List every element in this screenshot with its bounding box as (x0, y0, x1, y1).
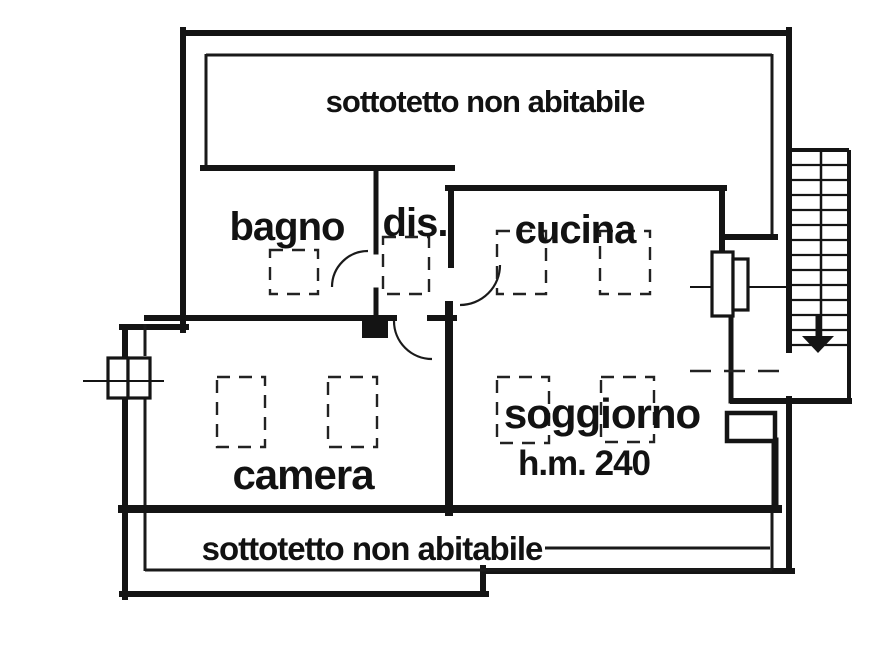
room-height-label: h.m. 240 (518, 444, 651, 483)
door-arc-bagno (330, 249, 369, 288)
window-symbol-left (83, 356, 164, 400)
room-label-soggiorno: soggiorno (504, 390, 701, 437)
attic-bottom-label: sottotetto non abitabile (202, 530, 543, 567)
wall-pillar (362, 318, 388, 338)
balcony-box (724, 410, 778, 444)
room-label-bagno: bagno (230, 205, 345, 249)
attic-top-label: sottotetto non abitabile (326, 84, 645, 119)
down-arrow-icon (802, 336, 834, 353)
door-arcs (330, 249, 502, 361)
skylight-markers (215, 229, 783, 449)
attic-strip-lines (143, 53, 774, 572)
room-label-dis: dis. (383, 201, 448, 245)
door-arc-camera (392, 320, 433, 361)
room-label-cucina: cucina (515, 208, 637, 252)
door-arc-cucina (459, 264, 502, 307)
room-label-camera: camera (232, 451, 375, 498)
interior-walls (118, 165, 852, 516)
window-symbol-right (690, 250, 788, 318)
stairs (789, 148, 851, 401)
